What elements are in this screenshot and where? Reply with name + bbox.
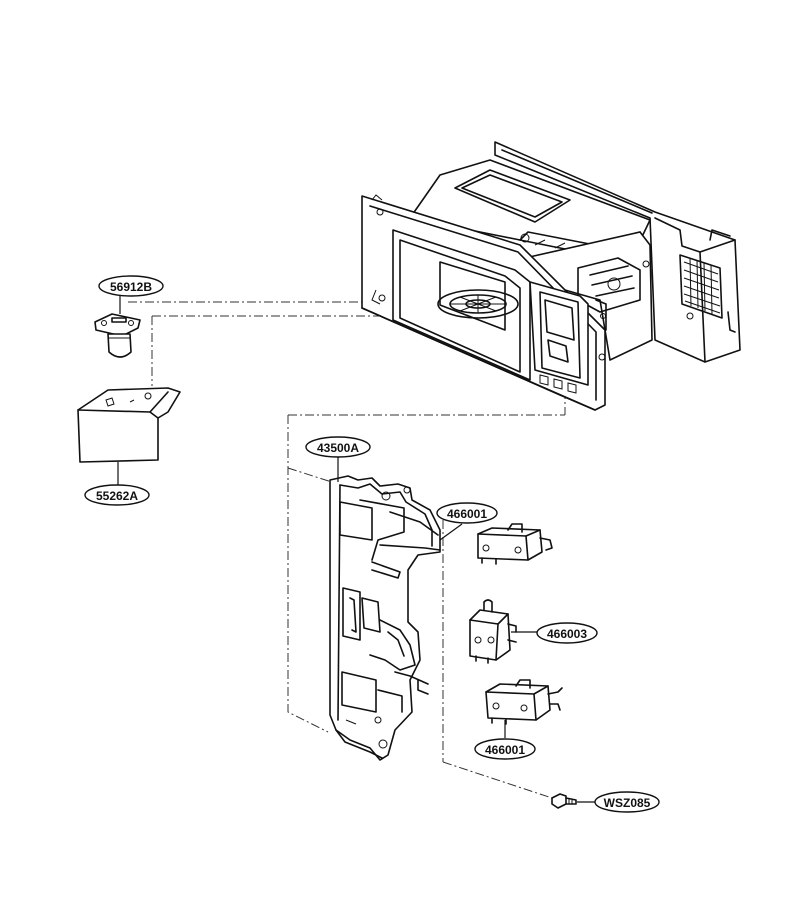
- label-466003: 466003: [536, 622, 598, 644]
- label-55262A: 55262A: [84, 484, 150, 506]
- screw-part: [551, 793, 577, 809]
- label-WSZ085-text: WSZ085: [604, 796, 651, 810]
- micro-switch-middle-part: [469, 599, 517, 664]
- micro-switch-upper-part: [477, 523, 553, 565]
- label-466001-upper: 466001: [436, 502, 498, 524]
- label-43500A: 43500A: [305, 436, 371, 458]
- lamp-socket-part: [94, 313, 141, 358]
- label-56912B: 56912B: [98, 275, 164, 297]
- label-466001-lower: 466001: [474, 738, 536, 760]
- microwave-cavity-assembly: [361, 141, 741, 411]
- label-55262A-text: 55262A: [96, 489, 138, 503]
- label-466003-text: 466003: [547, 627, 587, 641]
- label-466001-upper-text: 466001: [447, 507, 487, 521]
- label-466001-lower-text: 466001: [485, 743, 525, 757]
- micro-switch-lower-part: [485, 679, 563, 725]
- vent-grille: [679, 254, 723, 319]
- turntable: [437, 289, 519, 319]
- label-56912B-text: 56912B: [110, 280, 152, 294]
- lamp-bracket-part: [77, 387, 181, 463]
- label-WSZ085: WSZ085: [594, 791, 660, 813]
- label-43500A-text: 43500A: [317, 441, 359, 455]
- door-latch-board-part: [329, 475, 441, 761]
